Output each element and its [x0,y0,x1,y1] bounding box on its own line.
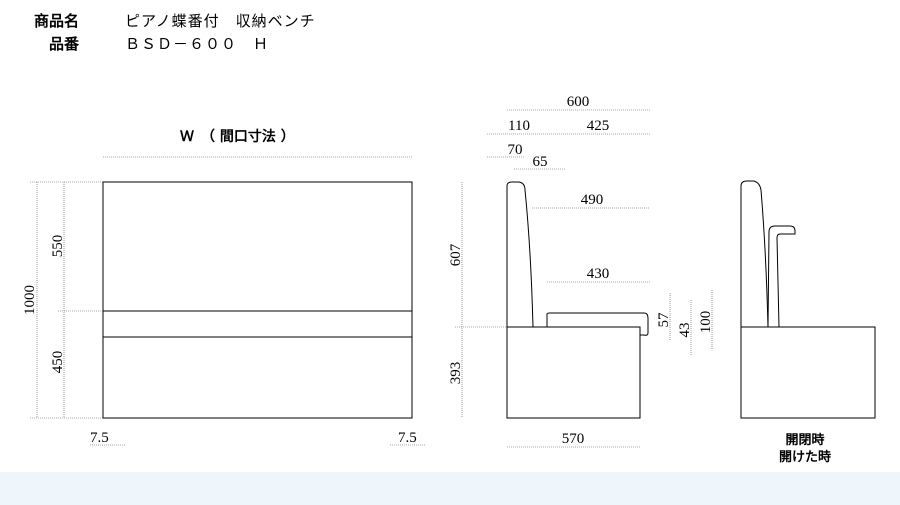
product-name: ピアノ蝶番付 収納ベンチ [125,12,316,30]
back-depth: 110 [508,118,530,134]
front-outline [102,181,413,419]
product-code: ＢＳＤ－６００ Ｈ [125,35,270,53]
depth-total: 600 [567,94,590,110]
height-lower: 450 [50,351,66,374]
back-offset: 65 [533,154,548,170]
open-caption-1: 開閉時 [785,433,825,448]
cushion-57: 57 [656,312,672,328]
product-name-label: 商品名 [34,12,80,30]
cushion-43: 43 [677,323,693,338]
back-top: 70 [508,142,523,158]
footer-band [0,472,900,505]
seat-depth: 425 [587,118,610,134]
front-view: Ｗ （ 間口寸法 ） 1000 550 450 7.5 7.5 [22,128,425,446]
depth-430: 430 [587,266,610,282]
product-code-label: 品番 [49,35,80,53]
depth-490: 490 [581,192,604,208]
height-607: 607 [448,243,464,266]
width-label: Ｗ （ 間口寸法 ） [180,128,295,145]
side-view: 600 110 425 70 65 490 430 607 393 57 43 … [448,94,714,448]
cushion-100: 100 [698,311,714,334]
open-caption-2: 開けた時 [778,450,831,465]
height-total: 1000 [22,285,38,315]
side-seat-cushion [546,312,649,336]
height-393: 393 [448,362,464,385]
inset-right: 7.5 [398,430,417,446]
open-view [740,180,876,419]
side-base [506,326,641,419]
seat-band [102,310,413,338]
open-backrest [740,180,769,328]
side-backrest [506,181,534,328]
height-upper: 550 [50,235,66,258]
open-lid [767,225,796,328]
inset-left: 7.5 [90,430,109,446]
base-depth: 570 [562,431,585,447]
open-base [740,326,876,419]
